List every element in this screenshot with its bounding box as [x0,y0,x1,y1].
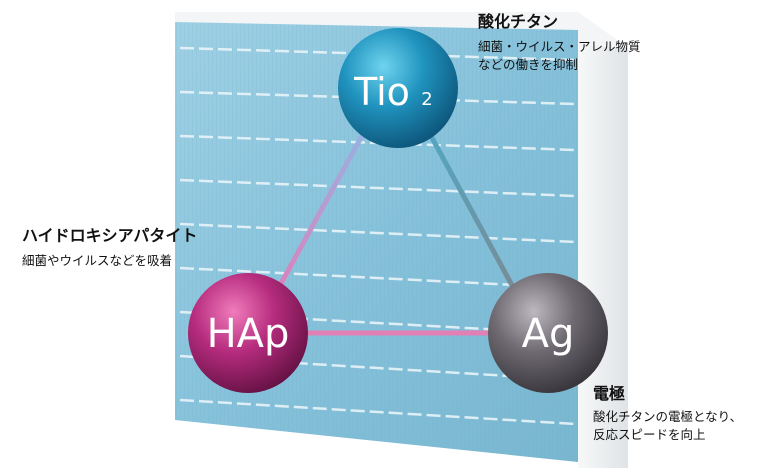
label-tio2-desc-2: などの働きを抑制 [478,57,579,72]
sphere-ag-label: Ag [522,311,575,357]
sphere-tio2-subscript: 2 [421,89,432,110]
sphere-tio2: Tio 2 [338,28,458,148]
label-hap: ハイドロキシアパタイト 細菌やウイルスなどを吸着 [22,226,197,270]
label-hap-title: ハイドロキシアパタイト [22,226,198,245]
label-hap-desc-1: 細菌やウイルスなどを吸着 [22,253,173,268]
label-ag-desc-1: 酸化チタンの電極となり、 [593,409,743,424]
label-tio2: 酸化チタン 細菌・ウイルス・アレル物質 などの働きを抑制 [478,12,641,74]
label-ag: 電極 酸化チタンの電極となり、 反応スピードを向上 [593,384,742,444]
label-tio2-desc-1: 細菌・ウイルス・アレル物質 [478,39,641,54]
sphere-hap: HAp [188,273,308,393]
link-tio2-hap [269,110,378,302]
link-tio2-ag [415,110,523,302]
sphere-hap-label: HAp [207,311,290,357]
sphere-tio2-label: Tio [353,70,410,114]
label-ag-desc-2: 反応スピードを向上 [593,427,706,442]
sphere-ag: Ag [488,273,608,393]
label-ag-title: 電極 [593,384,626,403]
label-tio2-title: 酸化チタン [478,12,559,31]
